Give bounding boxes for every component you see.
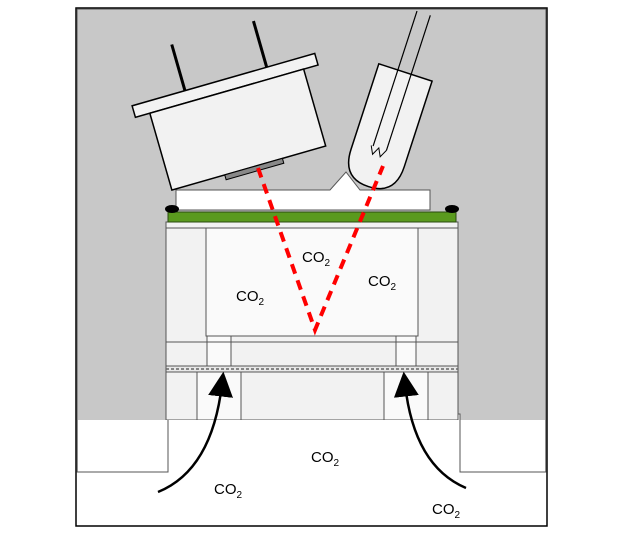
inlet-port-left <box>196 371 242 421</box>
label-chamber-left: CO2 <box>236 288 265 308</box>
lamp-window <box>224 157 285 181</box>
curved-arrow-icon-right <box>393 371 467 490</box>
ir-beam-path <box>256 165 385 336</box>
lamp-icon <box>131 20 327 192</box>
seal-end-right <box>445 205 459 213</box>
label-chamber-right: CO2 <box>368 273 397 293</box>
label-chamber-center: CO2 <box>302 249 331 269</box>
vent-left <box>206 335 232 367</box>
housing-bottom-edges <box>77 420 546 473</box>
label-inlet-right: CO2 <box>432 501 461 521</box>
detector-wire-right <box>385 15 431 151</box>
lamp-pin-left <box>170 44 187 92</box>
top-cavity <box>175 171 431 211</box>
label-inlet-center: CO2 <box>311 449 340 469</box>
sensor-icon <box>347 10 434 190</box>
vent-right <box>395 335 417 367</box>
lamp-pin-right <box>252 20 269 68</box>
seal-end-left <box>165 205 179 213</box>
curved-arrow-icon-left <box>157 371 233 494</box>
detector-element <box>370 145 387 158</box>
label-inlet-left: CO2 <box>214 481 243 501</box>
green-seal <box>167 211 457 223</box>
detector-wire-left <box>372 10 418 147</box>
detector-body <box>347 62 434 190</box>
